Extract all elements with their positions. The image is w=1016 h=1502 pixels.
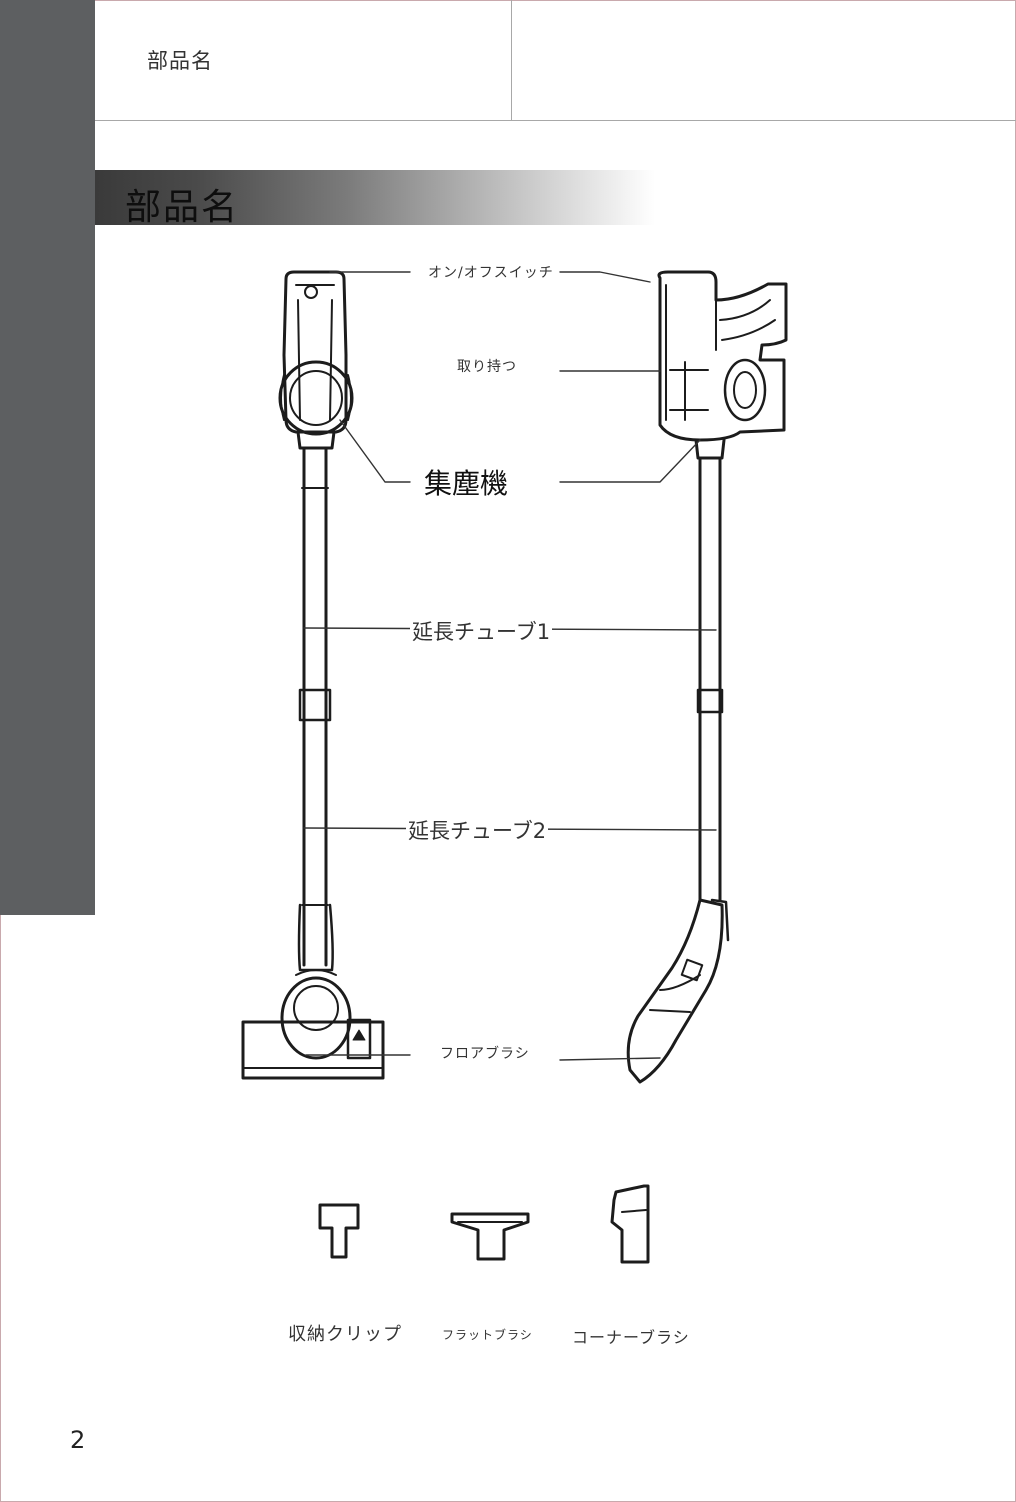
right-tube	[700, 458, 720, 900]
right-vacuum	[628, 272, 786, 1082]
left-vacuum	[243, 272, 383, 1078]
label-power-switch: オン/オフスイッチ	[428, 262, 554, 282]
flat-brush-icon	[452, 1214, 528, 1259]
right-floor-brush	[628, 900, 722, 1082]
label-storage-clip: 収納クリップ	[288, 1320, 402, 1346]
leader-lines	[304, 272, 716, 1060]
corner-brush-icon	[612, 1186, 648, 1262]
right-main-body	[659, 272, 786, 440]
label-extension-tube-1: 延長チューブ1	[410, 616, 552, 646]
label-handle: 取り持つ	[457, 356, 517, 376]
left-tube	[304, 448, 326, 965]
label-dust-collector: 集塵機	[424, 462, 508, 502]
label-extension-tube-2: 延長チューブ2	[406, 815, 548, 845]
label-floor-brush: フロアブラシ	[440, 1043, 530, 1063]
page-number: 2	[70, 1426, 85, 1454]
label-corner-brush: コーナーブラシ	[572, 1324, 690, 1348]
label-flat-brush: フラットブラシ	[442, 1326, 533, 1343]
power-button-icon	[305, 286, 317, 298]
storage-clip-icon	[320, 1205, 358, 1257]
